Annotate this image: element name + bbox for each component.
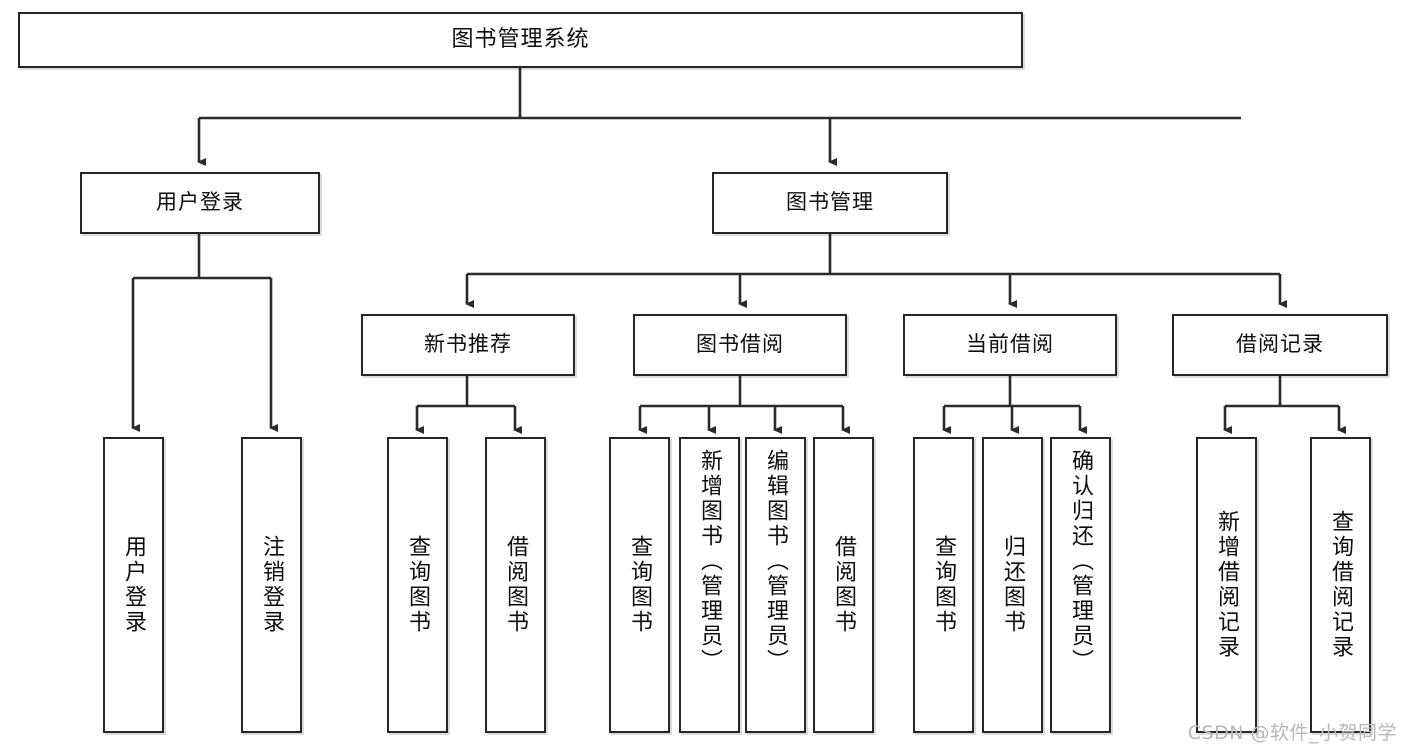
leaf-user-logout[interactable]: 注销登录 — [241, 437, 302, 733]
leaf-edit-book[interactable]: 编辑图书（管理员） — [745, 437, 806, 733]
node-book-management[interactable]: 图书管理 — [712, 172, 948, 234]
leaf-add-book[interactable]: 新增图书（管理员） — [679, 437, 740, 733]
node-label: 当前借阅 — [966, 332, 1054, 357]
leaf-add-borrow-record[interactable]: 新增借阅记录 — [1196, 437, 1257, 733]
leaf-label: 查询图书 — [931, 535, 957, 635]
leaf-label: 编辑图书（管理员） — [763, 449, 789, 674]
leaf-confirm-return[interactable]: 确认归还（管理员） — [1050, 437, 1111, 733]
leaf-label: 借阅图书 — [831, 535, 857, 635]
node-book-borrow[interactable]: 图书借阅 — [633, 314, 847, 376]
leaf-label: 查询借阅记录 — [1328, 510, 1354, 660]
leaf-borrow-book[interactable]: 借阅图书 — [813, 437, 874, 733]
node-borrow-record[interactable]: 借阅记录 — [1172, 314, 1388, 376]
leaf-query-book-recommend[interactable]: 查询图书 — [387, 437, 448, 733]
leaf-label: 借阅图书 — [503, 535, 529, 635]
leaf-label: 用户登录 — [121, 535, 147, 635]
leaf-label: 归还图书 — [1000, 535, 1026, 635]
node-new-book-recommend[interactable]: 新书推荐 — [361, 314, 575, 376]
leaf-query-book-borrow[interactable]: 查询图书 — [609, 437, 670, 733]
leaf-label: 新增借阅记录 — [1214, 510, 1240, 660]
node-label: 借阅记录 — [1236, 332, 1324, 357]
node-label: 用户登录 — [156, 190, 244, 215]
leaf-label: 确认归还（管理员） — [1068, 449, 1094, 674]
leaf-label: 注销登录 — [259, 535, 285, 635]
leaf-query-borrow-record[interactable]: 查询借阅记录 — [1310, 437, 1371, 733]
leaf-return-book[interactable]: 归还图书 — [982, 437, 1043, 733]
leaf-label: 新增图书（管理员） — [697, 449, 723, 674]
node-root-book-management-system[interactable]: 图书管理系统 — [18, 12, 1023, 68]
node-user-login[interactable]: 用户登录 — [80, 172, 320, 234]
leaf-user-login[interactable]: 用户登录 — [103, 437, 164, 733]
leaf-borrow-book-recommend[interactable]: 借阅图书 — [485, 437, 546, 733]
leaf-label: 查询图书 — [405, 535, 431, 635]
node-label: 新书推荐 — [424, 332, 512, 357]
node-current-borrow[interactable]: 当前借阅 — [903, 314, 1117, 376]
node-label: 图书管理系统 — [451, 26, 590, 52]
leaf-query-book-current[interactable]: 查询图书 — [913, 437, 974, 733]
node-label: 图书借阅 — [696, 332, 784, 357]
node-label: 图书管理 — [786, 190, 874, 215]
leaf-label: 查询图书 — [627, 535, 653, 635]
